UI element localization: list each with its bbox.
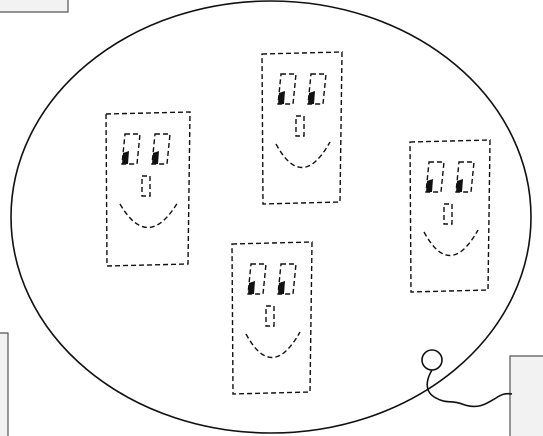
- corner-panel-bottom-left[interactable]: [0, 333, 8, 436]
- nose-icon: [444, 204, 452, 224]
- right-eye-icon: [152, 134, 170, 164]
- face-card-outline: [262, 52, 342, 204]
- nose-icon: [142, 176, 150, 196]
- right-eye-icon: [456, 162, 474, 192]
- left-eye-icon: [248, 264, 266, 294]
- smile-icon: [276, 142, 330, 168]
- face-card-outline: [410, 140, 490, 292]
- face-card-outline: [232, 242, 312, 394]
- face-card-outline: [106, 112, 190, 266]
- face-left[interactable]: [106, 112, 190, 266]
- smile-icon: [246, 332, 300, 358]
- smile-icon: [120, 202, 178, 228]
- smile-icon: [424, 230, 478, 256]
- face-top-center[interactable]: [262, 52, 342, 204]
- nose-icon: [296, 116, 304, 136]
- left-eye-icon: [122, 134, 140, 164]
- corner-panel-top-left[interactable]: [0, 0, 68, 12]
- right-eye-icon: [278, 264, 296, 294]
- left-eye-icon: [426, 162, 444, 192]
- face-right[interactable]: [410, 140, 490, 292]
- faces-layer: [106, 52, 490, 394]
- nose-icon: [266, 306, 274, 326]
- corner-panel-bottom-right[interactable]: [510, 356, 543, 436]
- face-bottom-center[interactable]: [232, 242, 312, 394]
- left-eye-icon: [278, 74, 296, 104]
- right-eye-icon: [308, 74, 326, 104]
- main-ellipse: [11, 1, 531, 433]
